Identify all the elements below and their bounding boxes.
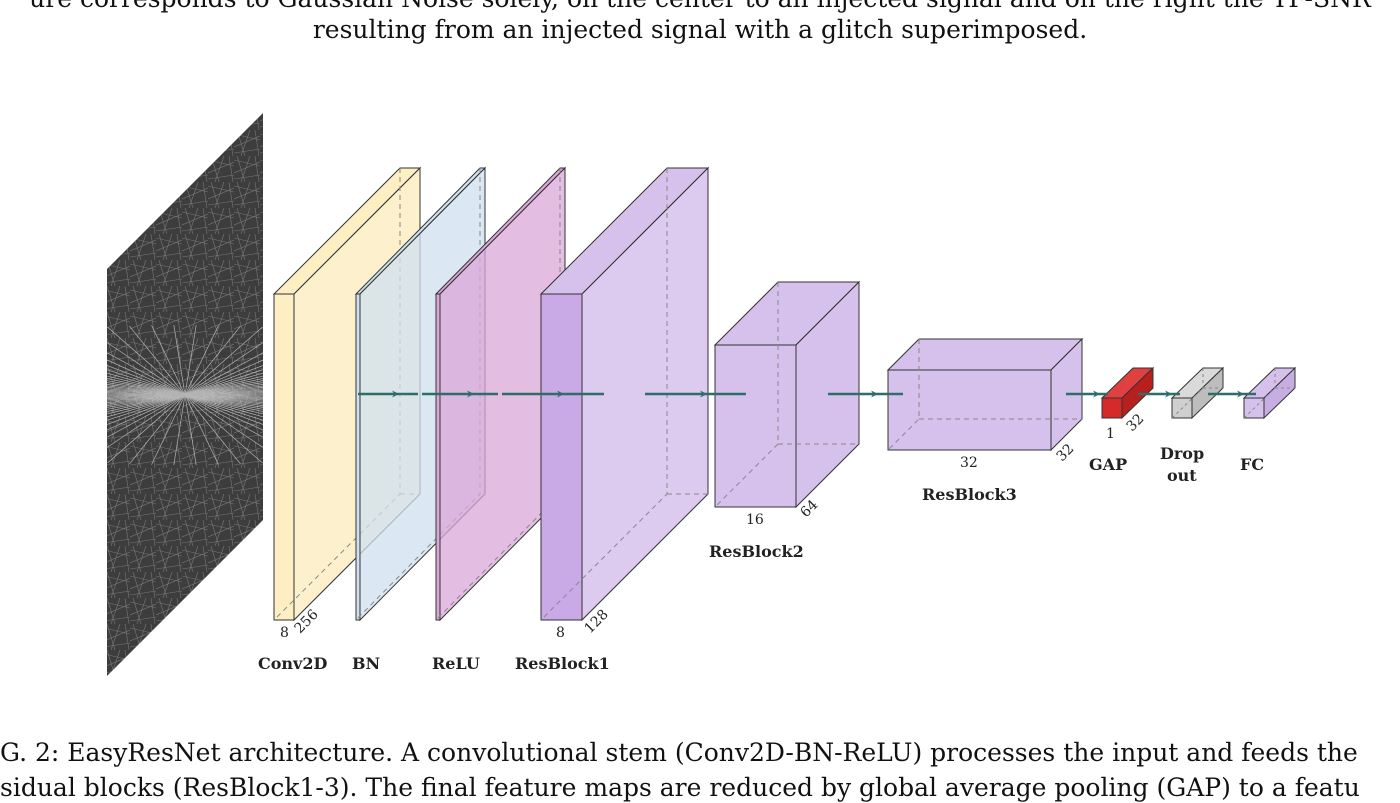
dropout-label-line1: Drop [1160, 444, 1204, 463]
relu-label: ReLU [432, 654, 480, 673]
fc-label: FC [1240, 455, 1264, 474]
resblock1-dim-a: 8 [556, 625, 565, 641]
dropout-label-line2: out [1167, 466, 1197, 485]
resblock2-dim-a: 16 [746, 512, 764, 528]
caption-bottom-line-1: G. 2: EasyResNet architecture. A convolu… [0, 738, 1358, 767]
conv2d-dim-a: 8 [280, 625, 289, 641]
gap-block [1100, 366, 1155, 420]
caption-top-line-1: ure corresponds to Gaussian Noise solely… [0, 0, 1400, 14]
resblock2-block [713, 280, 861, 509]
resblock3-block [886, 337, 1084, 452]
conv2d-label: Conv2D [258, 654, 327, 673]
caption-bottom-line-2: sidual blocks (ResBlock1-3). The final f… [0, 773, 1360, 802]
resblock3-dim-a: 32 [960, 455, 978, 471]
gap-label: GAP [1089, 455, 1127, 474]
caption-top-line-2: resulting from an injected signal with a… [312, 15, 1088, 44]
input-spectrogram [107, 113, 263, 676]
gap-dim-b: 32 [1124, 411, 1148, 435]
fc-block [1242, 366, 1297, 420]
dropout-block [1170, 366, 1225, 420]
bn-label: BN [352, 654, 380, 673]
resblock1-label: ResBlock1 [515, 654, 610, 673]
resblock2-label: ResBlock2 [709, 542, 804, 561]
gap-dim-a: 1 [1106, 426, 1115, 442]
resblock3-label: ResBlock3 [922, 485, 1017, 504]
